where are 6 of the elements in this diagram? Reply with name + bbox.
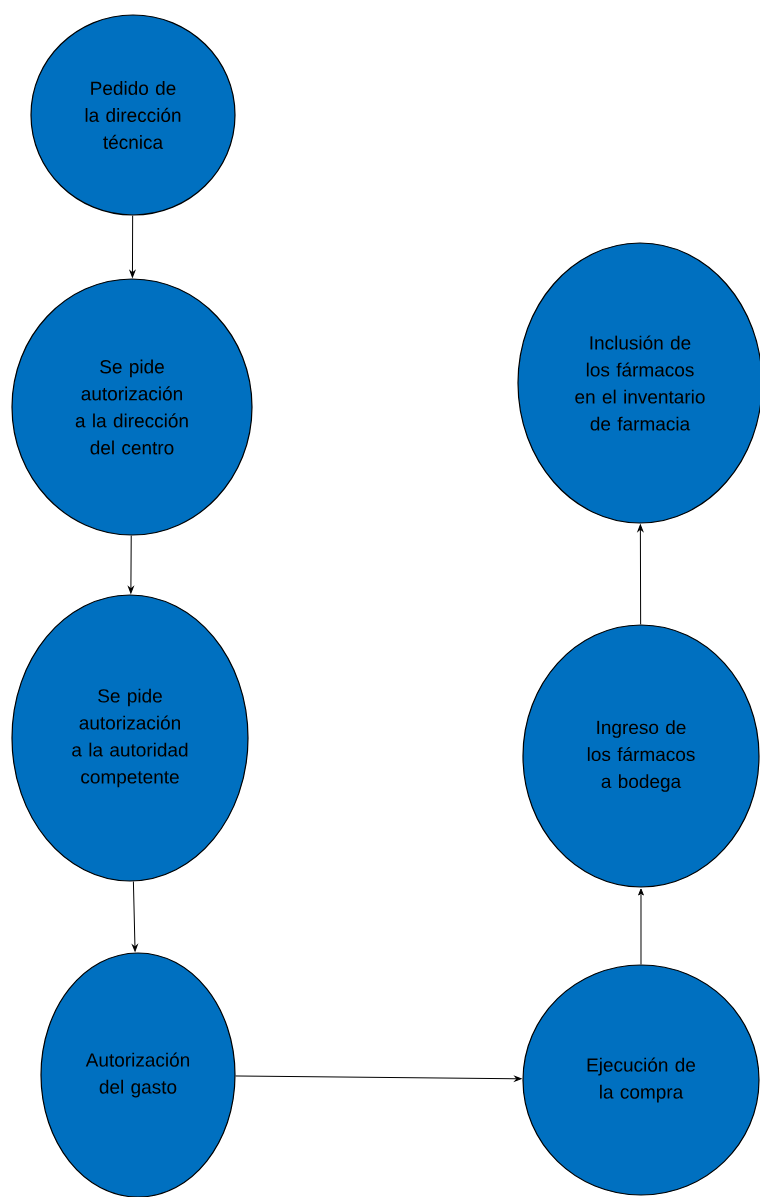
arrow: [638, 888, 644, 965]
arrow: [132, 881, 138, 952]
arrow: [128, 535, 134, 594]
arrow: [235, 1075, 522, 1082]
arrow: [129, 215, 136, 278]
arrow: [637, 524, 644, 625]
